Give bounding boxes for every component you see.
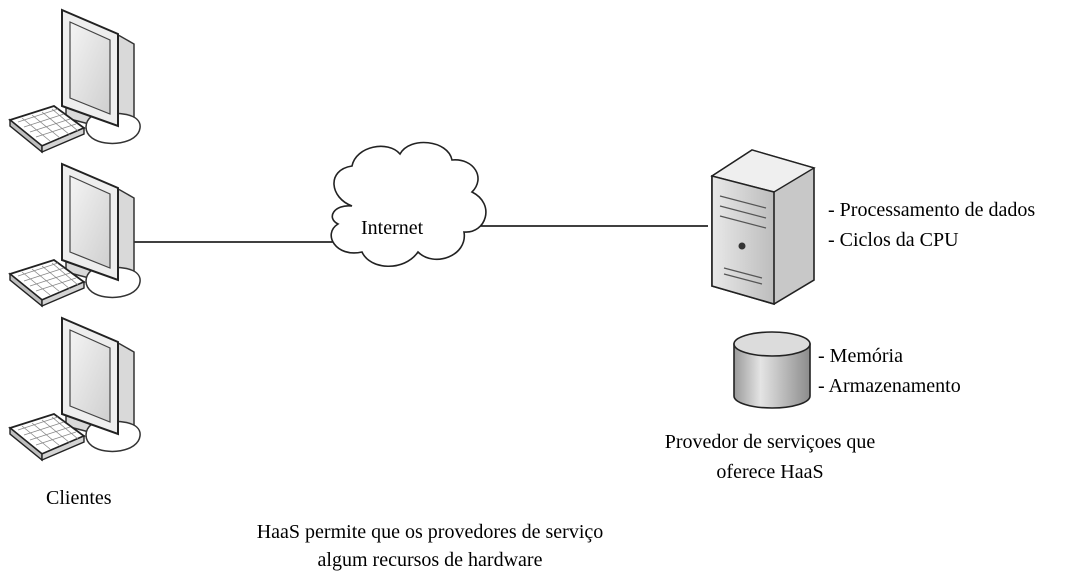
client-computer-2 <box>9 163 142 307</box>
server-feature-processing: - Processamento de dados <box>828 199 1036 221</box>
internet-cloud <box>330 141 487 267</box>
caption-line1: HaaS permite que os provedores de serviç… <box>256 521 604 543</box>
client-computer-3 <box>9 317 142 461</box>
server-icon <box>710 149 816 306</box>
internet-label: Internet <box>361 217 424 239</box>
storage-feature-storage: - Armazenamento <box>818 375 961 397</box>
clients-label: Clientes <box>46 487 112 509</box>
provider-label-line2: oferece HaaS <box>716 461 824 483</box>
client-computer-1 <box>9 9 142 153</box>
storage-feature-memory: - Memória <box>818 345 903 367</box>
provider-label-line1: Provedor de serviçoes que <box>664 431 876 453</box>
storage-icon <box>733 331 811 409</box>
caption-line2: algum recursos de hardware <box>317 549 543 571</box>
server-feature-cpu-cycles: - Ciclos da CPU <box>828 229 959 251</box>
